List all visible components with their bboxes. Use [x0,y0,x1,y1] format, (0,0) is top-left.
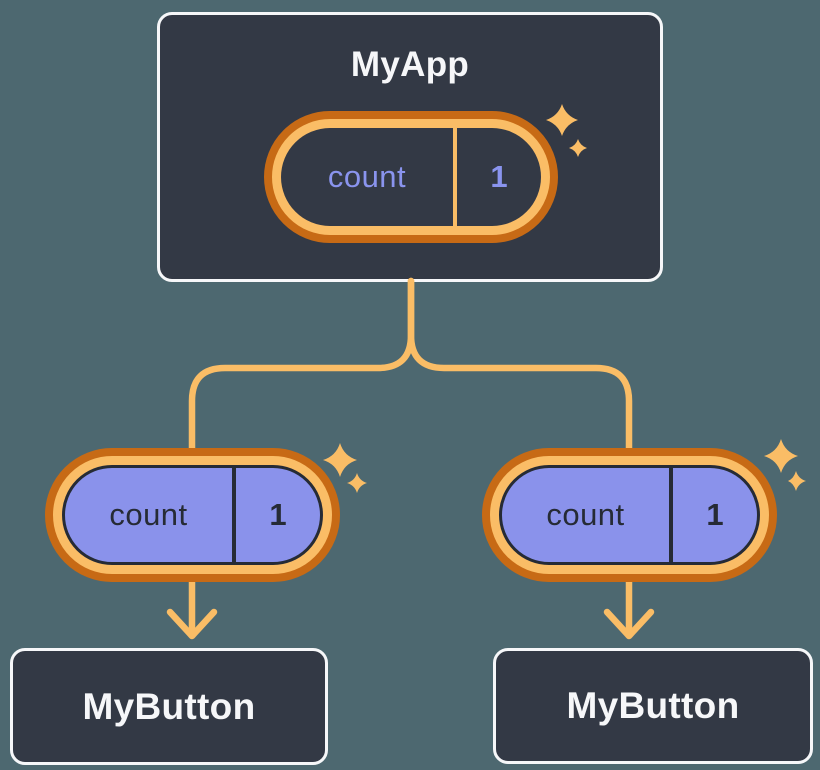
state-pill-child-left: count 1 [45,448,340,582]
state-pill-child-right: count 1 [482,448,777,582]
component-label: MyButton [566,685,740,726]
component-label: MyApp [350,45,470,84]
arrowhead-down-icon [166,608,218,640]
state-value-label: 1 [490,159,508,194]
arrowhead-down-icon [603,608,655,640]
pill-divider [669,468,673,562]
state-value-label: 1 [269,497,287,532]
component-node-mybutton-right: MyButton [493,648,813,764]
state-value-label: 1 [706,497,724,532]
state-name-label: count [327,159,407,194]
state-name-label: count [546,497,625,532]
component-node-mybutton-left: MyButton [10,648,328,765]
state-pill-body: count 1 [281,128,541,226]
state-pill-root: count 1 [264,111,558,243]
state-pill-body: count 1 [62,465,323,565]
sparkles-icon [764,439,806,491]
component-label: MyButton [82,685,256,727]
state-pill-body: count 1 [499,465,760,565]
pill-divider [453,128,457,226]
state-name-label: count [109,497,188,532]
